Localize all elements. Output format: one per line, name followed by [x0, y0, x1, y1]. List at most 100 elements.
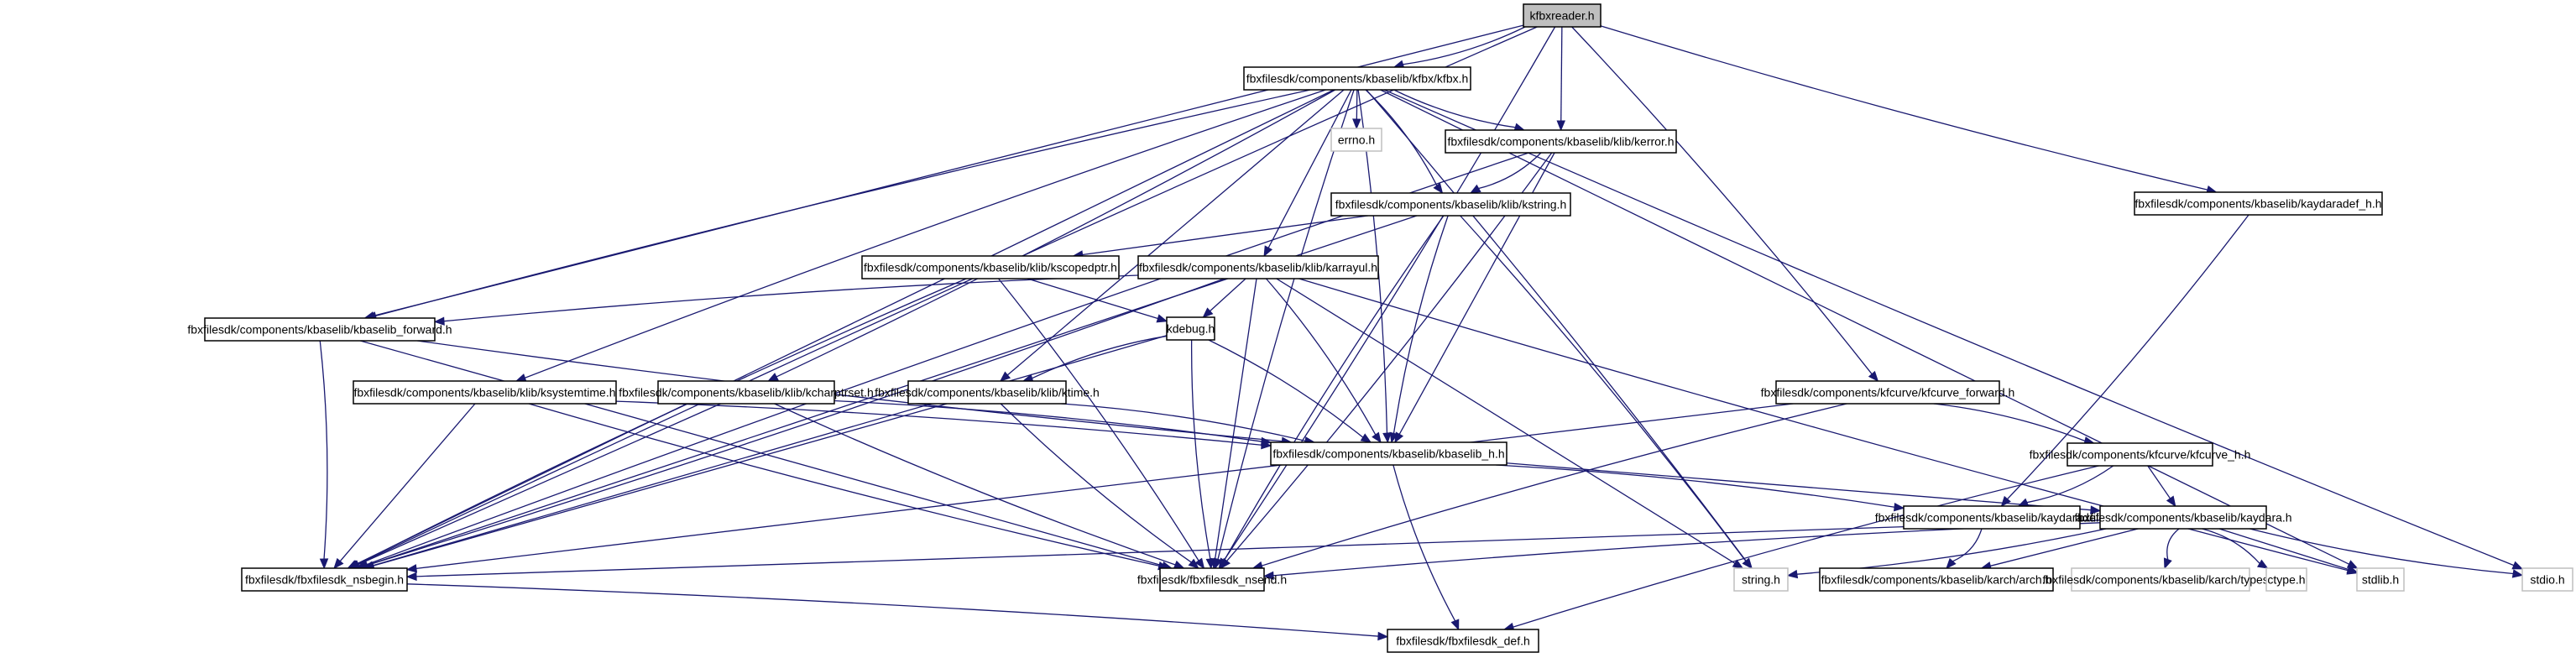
node-label: string.h: [1742, 573, 1780, 587]
node-kbaselib_h[interactable]: fbxfilesdk/components/kbaselib/kbaselib_…: [1270, 441, 1507, 466]
edge-line: [1571, 26, 1873, 375]
edge-line: [1398, 152, 1555, 435]
edge-ksystemtime-to-nsbegin: [333, 403, 476, 570]
edge-ktime-to-nsbegin: [363, 403, 948, 570]
edge-line: [1217, 89, 1355, 560]
edge-line: [406, 583, 1379, 637]
node-label: fbxfilesdk/components/kbaselib/kaydarade…: [1875, 511, 2109, 525]
node-kaydaradef_h[interactable]: fbxfilesdk/components/kbaselib/kaydarade…: [2134, 191, 2383, 216]
edge-kstring-to-kscopedptr: [1072, 215, 1368, 259]
node-kaydaradef[interactable]: fbxfilesdk/components/kbaselib/kaydarade…: [1875, 505, 2109, 530]
node-string: string.h: [1733, 567, 1789, 592]
edge-kcharptrset-to-kbaselib_h: [833, 400, 1272, 446]
node-def[interactable]: fbxfilesdk/fbxfilesdk_def.h: [1387, 629, 1539, 653]
node-kfcurve_h[interactable]: fbxfilesdk/components/kfcurve/kfcurve_h.…: [2030, 442, 2251, 467]
edge-kbaselib_h-to-kaydara: [1506, 462, 2102, 514]
arrowhead-icon: [1894, 502, 1905, 512]
nodes-layer: kfbxreader.h fbxfilesdk/components/kbasel…: [187, 3, 2573, 653]
edge-line: [1796, 528, 2107, 575]
arrowhead-icon: [405, 572, 417, 582]
node-label: fbxfilesdk/components/kbaselib/klib/kerr…: [1447, 135, 1674, 149]
arrowhead-icon: [333, 557, 344, 570]
edge-line: [1380, 89, 2349, 565]
node-label: fbxfilesdk/components/kbaselib/kaydara.h: [2074, 511, 2291, 525]
arrowhead-icon: [1786, 569, 1799, 579]
node-kfcurve_forward[interactable]: fbxfilesdk/components/kfcurve/kfcurve_fo…: [1761, 380, 2015, 405]
arrowhead-icon: [1556, 120, 1565, 132]
node-kfbx[interactable]: fbxfilesdk/components/kbaselib/kfbx/kfbx…: [1243, 66, 1471, 91]
node-label: fbxfilesdk/components/kfcurve/kfcurve_h.…: [2030, 448, 2251, 462]
edge-kfbx-to-stdlib: [1380, 89, 2359, 569]
arrowhead-icon: [999, 371, 1011, 382]
edge-line: [1276, 278, 1736, 564]
node-box: [1270, 441, 1507, 466]
edge-line: [1496, 464, 1895, 508]
node-kaydara[interactable]: fbxfilesdk/components/kbaselib/kaydara.h: [2074, 505, 2292, 530]
edge-kaydara-to-arch: [1980, 528, 2139, 571]
arrowhead-icon: [2346, 565, 2359, 574]
edge-line: [1933, 403, 2086, 441]
node-kdebug[interactable]: kdebug.h: [1166, 316, 1215, 341]
edge-line: [774, 403, 1176, 566]
edge-line: [2218, 528, 2349, 570]
edge-kstring-to-string: [1460, 215, 1753, 570]
arrowhead-icon: [1205, 558, 1215, 570]
node-kbaselib_forward[interactable]: fbxfilesdk/components/kbaselib/kbaselib_…: [187, 317, 452, 342]
edge-line: [2147, 465, 2171, 499]
edge-line: [1208, 339, 1364, 438]
node-label: fbxfilesdk/components/kbaselib/kbaselib_…: [1272, 447, 1504, 461]
node-label: fbxfilesdk/components/kbaselib/klib/kstr…: [1335, 198, 1566, 212]
arrowhead-icon: [1450, 619, 1460, 631]
node-nsend[interactable]: fbxfilesdk/fbxfilesdk_nsend.h: [1137, 567, 1287, 592]
edge-kstring-to-nsend: [1218, 215, 1445, 570]
node-types: fbxfilesdk/components/kbaselib/karch/typ…: [2043, 567, 2278, 592]
node-box: [2356, 567, 2405, 592]
edge-kaydara-to-nsbegin: [405, 520, 2101, 582]
node-box: [353, 380, 617, 405]
edge-kfbx-to-errno: [1352, 89, 1361, 130]
edge-kfbx-to-kbaselib_forward: [365, 89, 1311, 321]
node-kerror[interactable]: fbxfilesdk/components/kbaselib/klib/kerr…: [1445, 129, 1677, 154]
arrowhead-icon: [405, 564, 418, 573]
edge-kaydara-to-stdio: [2249, 528, 2524, 578]
node-box: [1775, 380, 2000, 405]
edge-kfcurve_forward-to-nsend: [1251, 403, 1847, 570]
edge-line: [1032, 335, 1168, 379]
edge-line: [358, 403, 721, 566]
node-box: [2067, 442, 2213, 467]
arrowhead-icon: [1263, 245, 1273, 258]
node-arch[interactable]: fbxfilesdk/components/kbaselib/karch/arc…: [1819, 567, 2054, 592]
node-kstring[interactable]: fbxfilesdk/components/kbaselib/klib/kstr…: [1330, 192, 1571, 217]
node-box: [2099, 505, 2267, 530]
node-kcharptrset[interactable]: fbxfilesdk/components/kbaselib/klib/kcha…: [619, 380, 874, 405]
node-box: [1166, 316, 1215, 341]
node-karrayul[interactable]: fbxfilesdk/components/kbaselib/klib/karr…: [1137, 255, 1379, 279]
node-ksystemtime[interactable]: fbxfilesdk/components/kbaselib/klib/ksys…: [353, 380, 617, 405]
edge-line: [615, 400, 1262, 446]
edge-line: [375, 89, 1311, 317]
edge-karrayul-to-kbaselib_forward: [433, 274, 1139, 326]
node-kscopedptr[interactable]: fbxfilesdk/components/kbaselib/klib/ksco…: [861, 255, 1120, 279]
edge-line: [2249, 528, 2514, 575]
node-nsbegin[interactable]: fbxfilesdk/fbxfilesdk_nsbegin.h: [241, 567, 408, 592]
edge-kfcurve_forward-to-nsbegin: [405, 403, 1794, 573]
edge-line: [417, 340, 1283, 442]
edge-line: [415, 403, 1794, 570]
edges-layer: [319, 24, 2524, 641]
edge-kfcurve_h-to-kaydara: [2147, 465, 2176, 508]
node-box: [1387, 629, 1539, 653]
node-box: [2265, 567, 2307, 592]
edge-line: [1366, 89, 1747, 561]
node-box: [1819, 567, 2054, 592]
edge-line: [443, 274, 1139, 322]
arrowhead-icon: [1742, 557, 1753, 570]
edge-line: [1223, 26, 1556, 561]
node-kfbxreader: kfbxreader.h: [1523, 3, 1602, 28]
node-label: fbxfilesdk/fbxfilesdk_nsend.h: [1137, 573, 1287, 587]
edge-kstring-to-kbaselib_h: [1389, 215, 1449, 444]
edge-kfbx-to-kerror: [1393, 89, 1526, 132]
edge-line: [833, 400, 1262, 442]
node-ktime[interactable]: fbxfilesdk/components/kbaselib/klib/ktim…: [875, 380, 1100, 405]
edge-kcharptrset-to-nsend: [774, 403, 1185, 569]
edge-line: [1223, 215, 1445, 561]
